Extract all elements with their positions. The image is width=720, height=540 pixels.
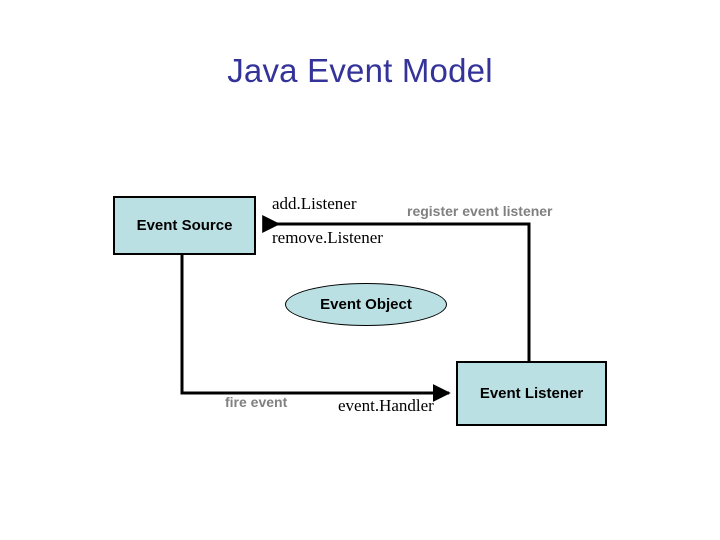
edge-label-event-handler: event.Handler: [338, 396, 434, 415]
edge-fire-event: [180, 255, 451, 402]
node-event-source[interactable]: Event Source: [113, 196, 256, 255]
node-event-listener-label: Event Listener: [479, 385, 584, 402]
edge-register-listener: [262, 215, 531, 361]
node-event-source-label: Event Source: [136, 217, 233, 234]
node-event-listener[interactable]: Event Listener: [456, 361, 607, 426]
edge-label-register-event-listener: register event listener: [407, 203, 553, 219]
edge-label-remove-listener: remove.Listener: [272, 228, 383, 247]
node-event-object-label: Event Object: [320, 296, 412, 313]
edge-label-add-listener: add.Listener: [272, 194, 357, 213]
edge-label-fire-event: fire event: [225, 394, 288, 410]
page-title: Java Event Model: [227, 52, 493, 89]
node-event-object[interactable]: Event Object: [285, 283, 447, 326]
